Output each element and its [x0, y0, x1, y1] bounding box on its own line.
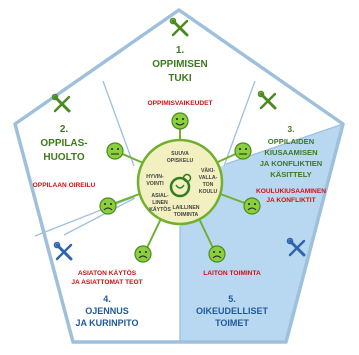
tools-icon-s5: [286, 237, 306, 257]
s4-title2: JA KURINPITO: [75, 318, 138, 328]
tools-icon-s3: [257, 90, 277, 110]
s3-number: 3.: [288, 124, 295, 134]
s3-title: OPPILAIDEN: [268, 137, 314, 146]
face-bottom-left: [134, 245, 152, 263]
center-left1: HYVIN-: [146, 174, 164, 180]
s5-title2: TOIMET: [215, 318, 249, 328]
s4-title: OJENNUS: [85, 306, 129, 316]
s1-issue: OPPIMISVAIKEUDET: [147, 100, 212, 107]
s2-title: OPPILAS-: [40, 138, 87, 149]
center-inner1: ASIAL-: [151, 193, 169, 199]
tools-icon-s4: [53, 241, 73, 261]
s4-number: 4.: [103, 294, 111, 304]
center-right2: VALLA-: [199, 175, 218, 181]
center-bottom2: TOIMINTA: [174, 212, 199, 218]
s3-title2: KIUSAAMISEN: [264, 148, 317, 157]
s1-title2: TUKI: [168, 73, 192, 84]
tools-icon-s2: [51, 93, 71, 113]
center-left2: VOINTI: [146, 181, 164, 187]
s3-title4: KÄSITTELY: [270, 170, 312, 179]
s3-title3: JA KONFLIKTIEN: [260, 159, 323, 168]
s4-issue: ASIATON KÄYTÖS: [78, 268, 137, 277]
center-logo-icon: [169, 173, 192, 198]
center-top2: OPISKELU: [167, 158, 194, 164]
s3-issue2: JA KONFLIKTIT: [266, 197, 315, 204]
face-lower-left: [99, 197, 117, 215]
s1-number: 1.: [176, 45, 185, 56]
center-circle: [136, 138, 224, 226]
face-upper-left: [106, 142, 124, 160]
center-bottom1: LAILLINEN: [172, 205, 199, 211]
face-top: [171, 112, 189, 130]
center-top1: SUUVA: [171, 151, 189, 157]
face-lower-right: [243, 197, 261, 215]
s5-number: 5.: [228, 294, 236, 304]
s1-title: OPPIMISEN: [152, 59, 208, 70]
s5-title: OIKEUDELLISET: [196, 306, 269, 316]
tools-icon-s1: [169, 17, 189, 37]
center-inner3: KÄYTÖS: [149, 206, 171, 213]
s5-issue: LAITON TOIMINTA: [203, 270, 261, 277]
center-right3: TON: [203, 182, 214, 188]
s2-issue: OPPILAAN OIREILU: [33, 182, 96, 189]
face-bottom-right: [208, 245, 226, 263]
center-right4: KOULU: [199, 189, 218, 195]
s4-issue2: JA ASIATTOMAT TEOT: [71, 279, 142, 286]
center-right1: VÄKI-: [201, 167, 215, 174]
face-upper-right: [234, 142, 252, 160]
center-inner2: LINEN: [152, 200, 168, 206]
s3-issue: KOULUKIUSAAMINEN: [256, 188, 326, 195]
s2-number: 2.: [60, 124, 69, 135]
s2-title2: HUOLTO: [43, 152, 85, 163]
